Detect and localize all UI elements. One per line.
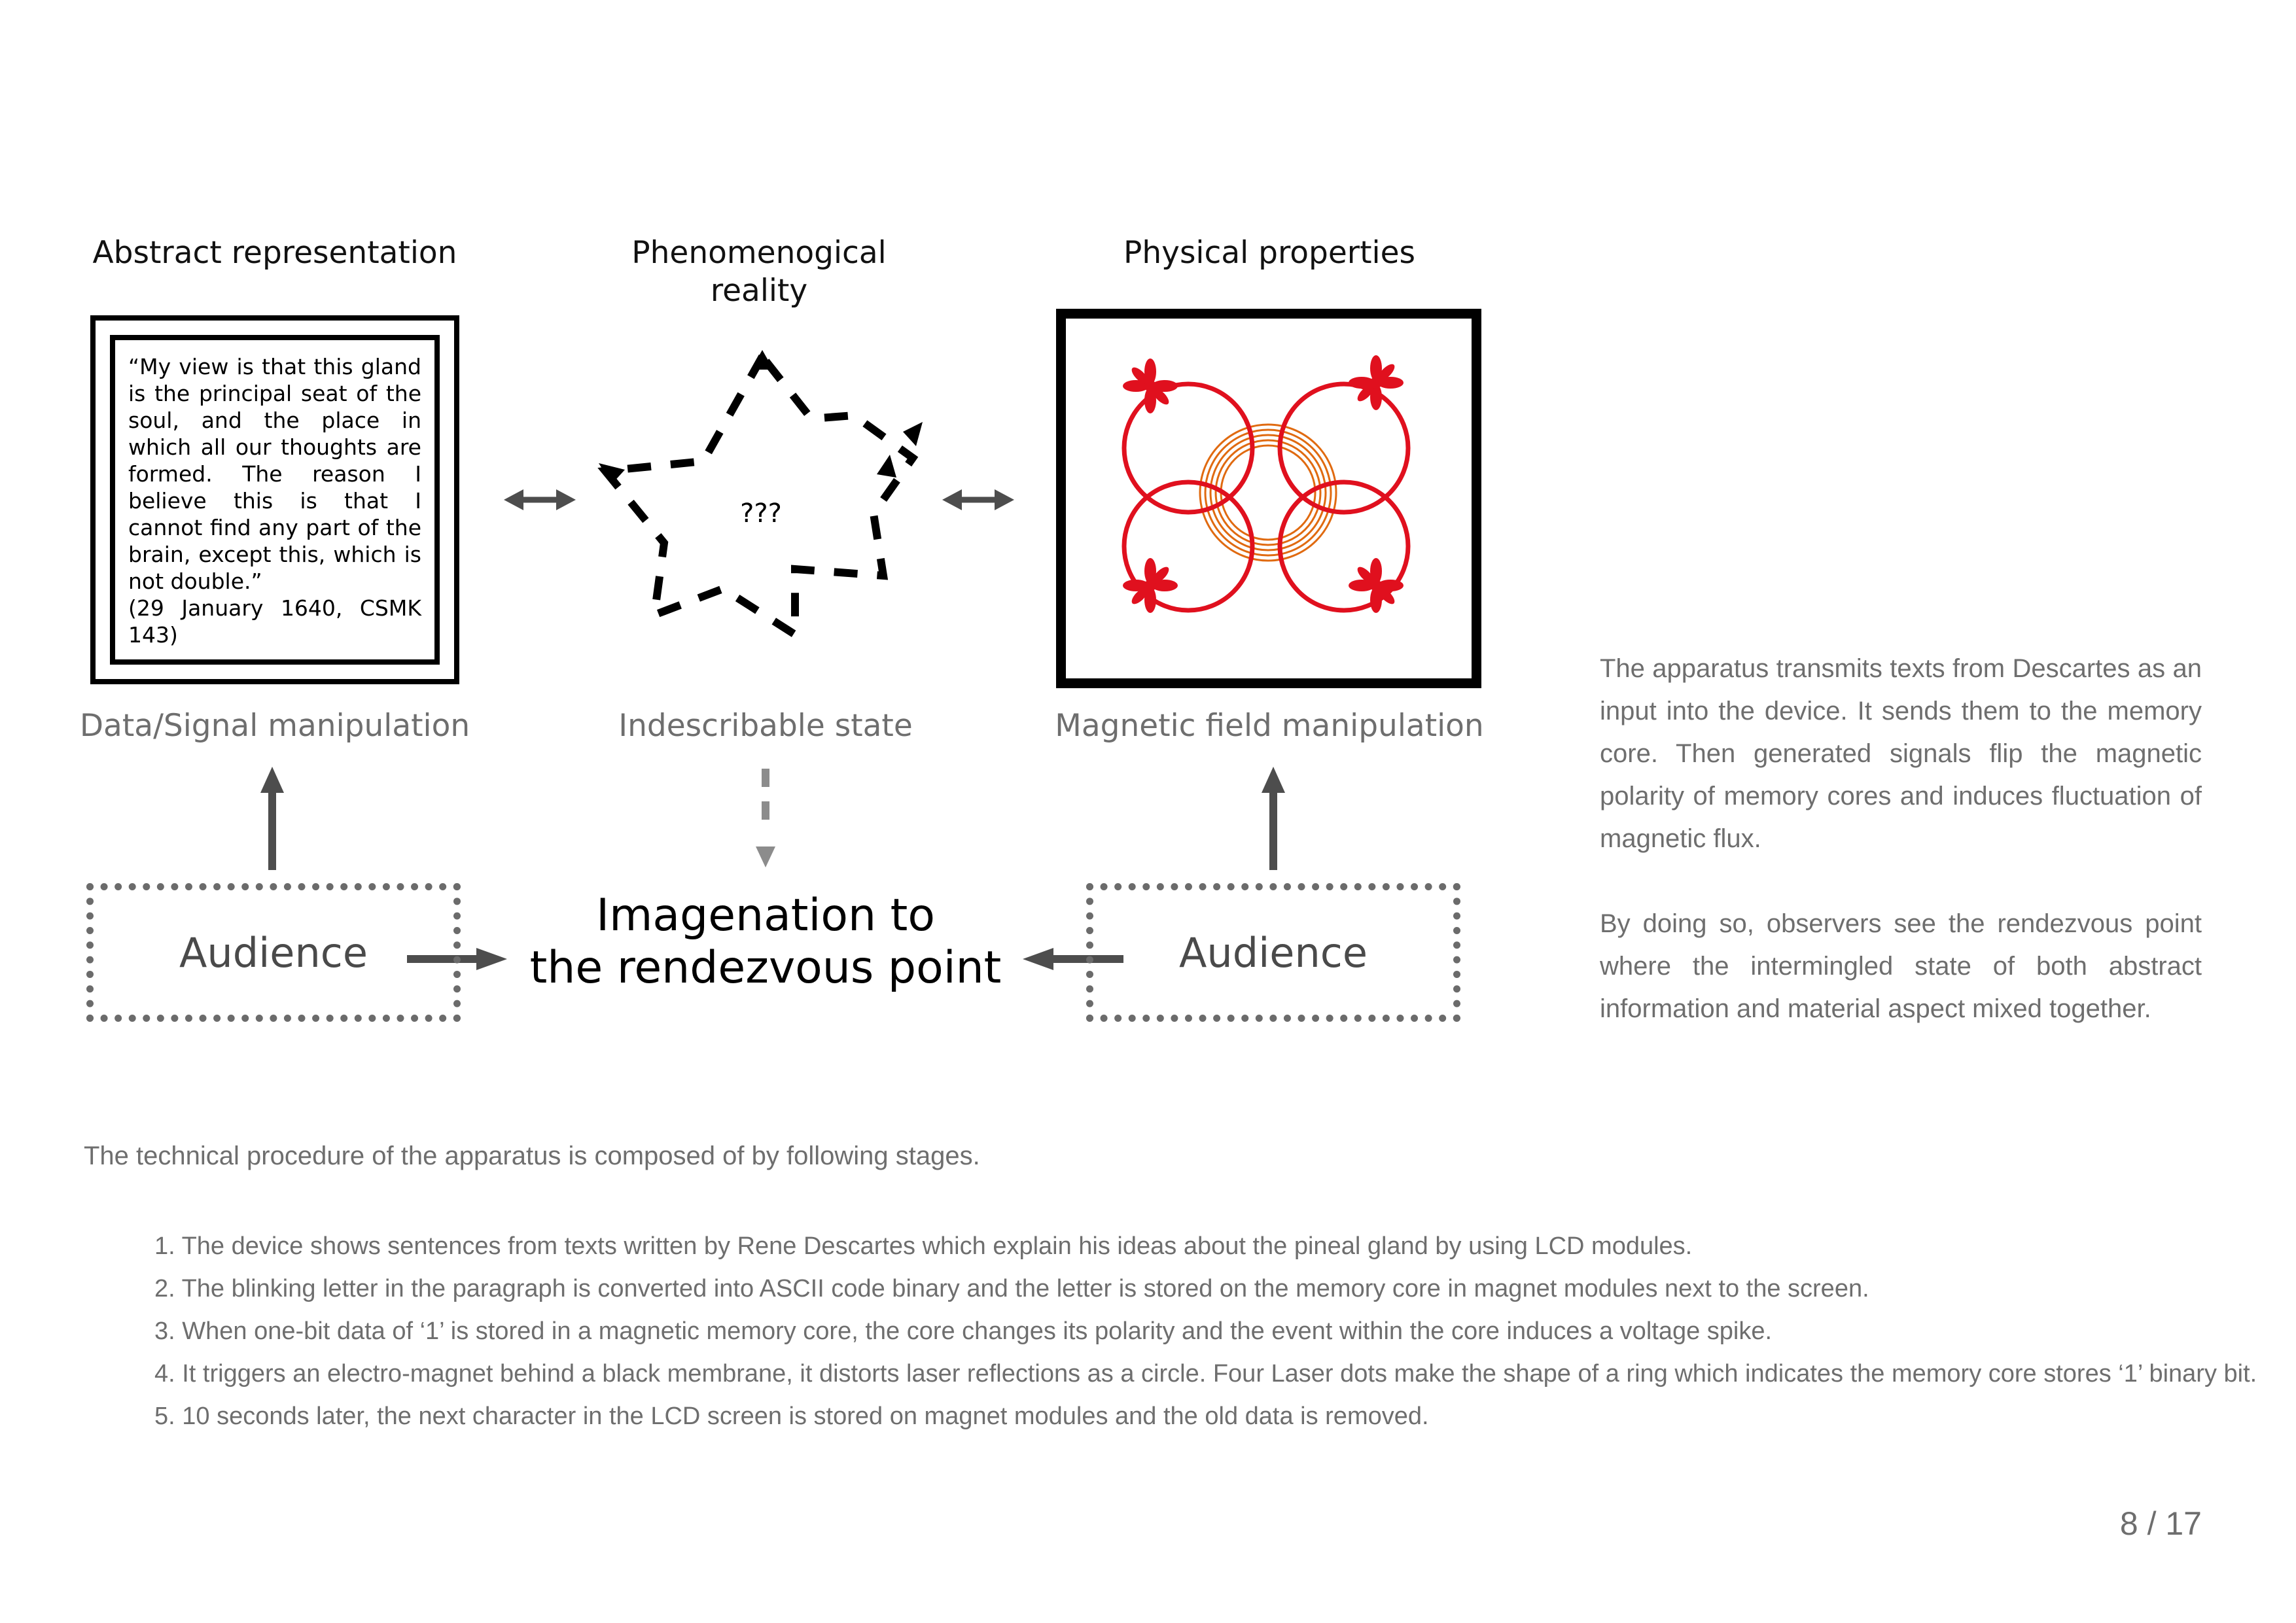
procedure-intro: The technical procedure of the apparatus… — [84, 1142, 980, 1170]
memory-core-rings — [1122, 381, 1411, 613]
phenomenological-heading-line1: Phenomenogical — [631, 235, 887, 271]
unknown-label: ??? — [740, 498, 782, 529]
abstract-heading: Abstract representation — [92, 235, 457, 271]
audience-box-right: Audience — [1086, 883, 1460, 1022]
laser-dot-bottom-left — [1123, 558, 1178, 613]
broken-star-outline — [597, 354, 919, 642]
phenomenological-heading-line2: reality — [710, 273, 808, 309]
audience-box-left: Audience — [86, 883, 461, 1022]
quote-frame: “My view is that this gland is the princ… — [90, 315, 459, 684]
descartes-quote: “My view is that this gland is the princ… — [128, 354, 421, 594]
physical-caption: Magnetic field manipulation — [1055, 708, 1484, 744]
stage-item: 3. When one-bit data of ‘1’ is stored in… — [154, 1318, 1773, 1345]
physical-heading: Physical properties — [1123, 235, 1415, 271]
phenomenological-caption: Indescribable state — [618, 708, 913, 744]
phenomenological-heading: Phenomenogical reality — [589, 234, 929, 310]
stage-item: 1. The device shows sentences from texts… — [154, 1232, 1693, 1260]
stage-item: 4. It triggers an electro-magnet behind … — [154, 1360, 2257, 1387]
stage-item: 5. 10 seconds later, the next character … — [154, 1403, 1429, 1430]
laser-dot-bottom-right — [1349, 558, 1404, 613]
double-arrow-right — [942, 489, 1014, 510]
audience-label-left: Audience — [179, 928, 368, 977]
side-paragraph-1: The apparatus transmits texts from Desca… — [1600, 654, 2202, 853]
rendezvous-line2: the rendezvous point — [529, 942, 1002, 994]
laser-dot-top-left — [1123, 358, 1178, 413]
double-arrow-left — [504, 489, 576, 510]
up-arrow-left — [260, 767, 284, 870]
rendezvous-line1: Imagenation to — [596, 890, 935, 941]
page-number: 8 / 17 — [2119, 1505, 2202, 1542]
abstract-caption: Data/Signal manipulation — [79, 708, 470, 744]
quote-inner-frame: “My view is that this gland is the princ… — [110, 335, 440, 665]
dashed-down-arrow — [756, 769, 775, 867]
side-description: The apparatus transmits texts from Desca… — [1600, 648, 2202, 1073]
audience-label-right: Audience — [1179, 928, 1368, 977]
side-paragraph-2: By doing so, observers see the rendezvou… — [1600, 909, 2202, 1023]
procedure-stages: 1. The device shows sentences from texts… — [154, 1225, 2257, 1438]
stage-item: 2. The blinking letter in the paragraph … — [154, 1275, 1869, 1302]
up-arrow-right — [1262, 767, 1285, 870]
star-arrow-tips — [599, 350, 923, 484]
magnetic-core-graphic — [1122, 355, 1411, 613]
laser-dot-top-right — [1349, 355, 1404, 410]
rendezvous-title: Imagenation to the rendezvous point — [517, 890, 1014, 994]
physical-properties-frame — [1056, 309, 1481, 688]
quote-citation: (29 January 1640, CSMK 143) — [128, 595, 421, 648]
